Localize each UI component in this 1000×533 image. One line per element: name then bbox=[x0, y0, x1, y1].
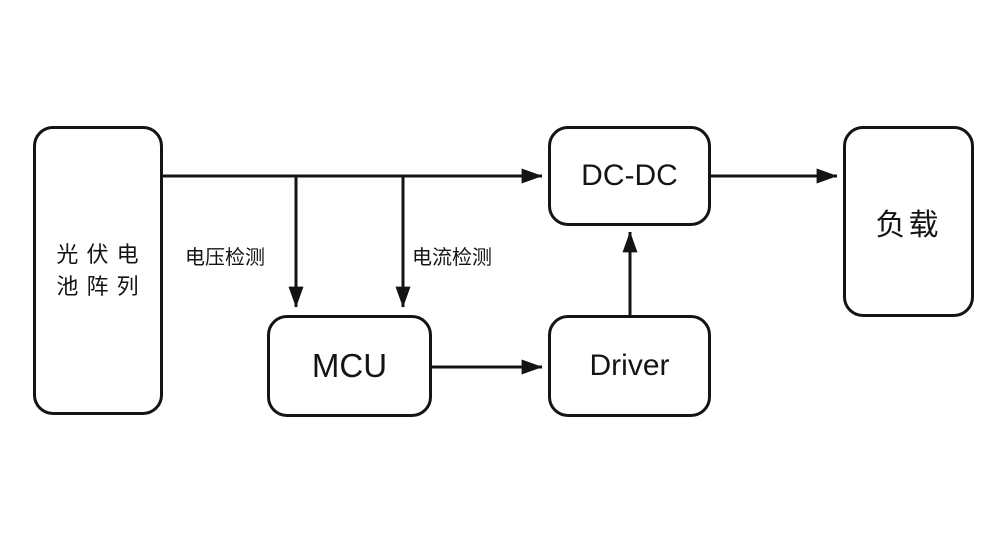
edge-label-current-detection: 电流检测 bbox=[412, 247, 492, 269]
driver-label: Driver bbox=[589, 349, 670, 382]
block-load: 负载 bbox=[843, 126, 974, 317]
block-dcdc-converter: DC-DC bbox=[548, 126, 711, 226]
dcdc-label: DC-DC bbox=[581, 159, 678, 192]
block-driver: Driver bbox=[548, 315, 711, 417]
edge-label-voltage-detection: 电压检测 bbox=[185, 247, 265, 269]
load-label: 负载 bbox=[875, 208, 942, 242]
pv-array-label-line1: 光 伏 电 bbox=[56, 241, 140, 267]
pv-array-label-line2: 池 阵 列 bbox=[56, 273, 140, 299]
block-mcu: MCU bbox=[267, 315, 432, 417]
block-pv-array: 光 伏 电 池 阵 列 bbox=[33, 126, 163, 415]
mcu-label: MCU bbox=[311, 347, 388, 384]
